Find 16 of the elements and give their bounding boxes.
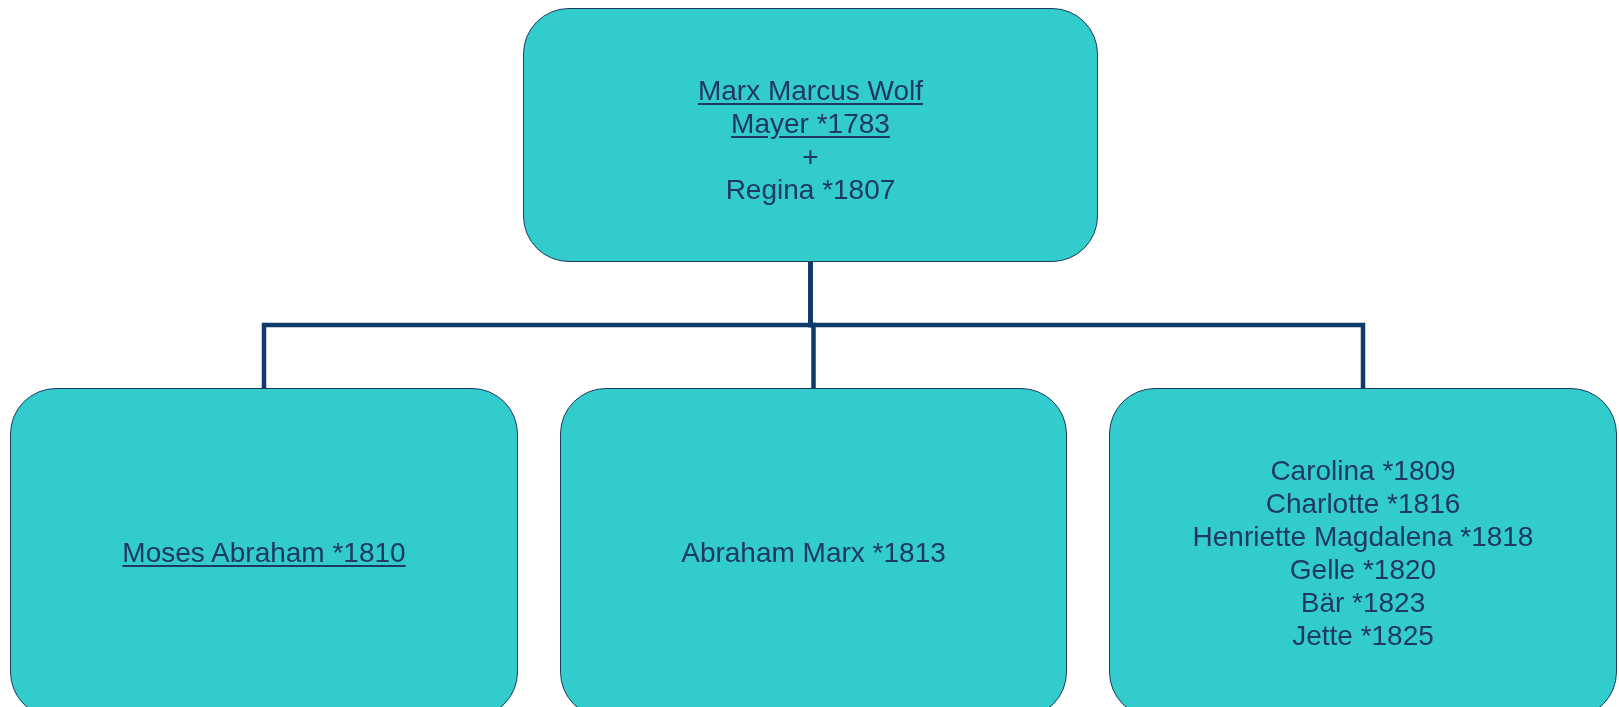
person-box — [560, 388, 1067, 707]
person-name: Regina *1807 — [725, 173, 896, 207]
connector-line — [808, 262, 1366, 388]
person-name: Charlotte *1816 — [1265, 486, 1461, 520]
person-name-link: Marx Marcus Wolf Mayer *1783 — [696, 73, 925, 140]
person-name: + — [802, 140, 819, 174]
person-name: Jette *1825 — [1292, 619, 1434, 653]
person-name-link: Moses Abraham *1810 — [122, 536, 406, 570]
person-name: Carolina *1809 — [1270, 453, 1456, 487]
person-name: Henriette Magdalena *1818 — [1192, 519, 1534, 553]
person-box — [1109, 388, 1617, 707]
person-box — [10, 388, 518, 707]
person-box — [523, 8, 1098, 262]
person-name: Bär *1823 — [1300, 586, 1426, 620]
person-name: Gelle *1820 — [1289, 553, 1437, 587]
person-name: Abraham Marx *1813 — [681, 536, 946, 570]
